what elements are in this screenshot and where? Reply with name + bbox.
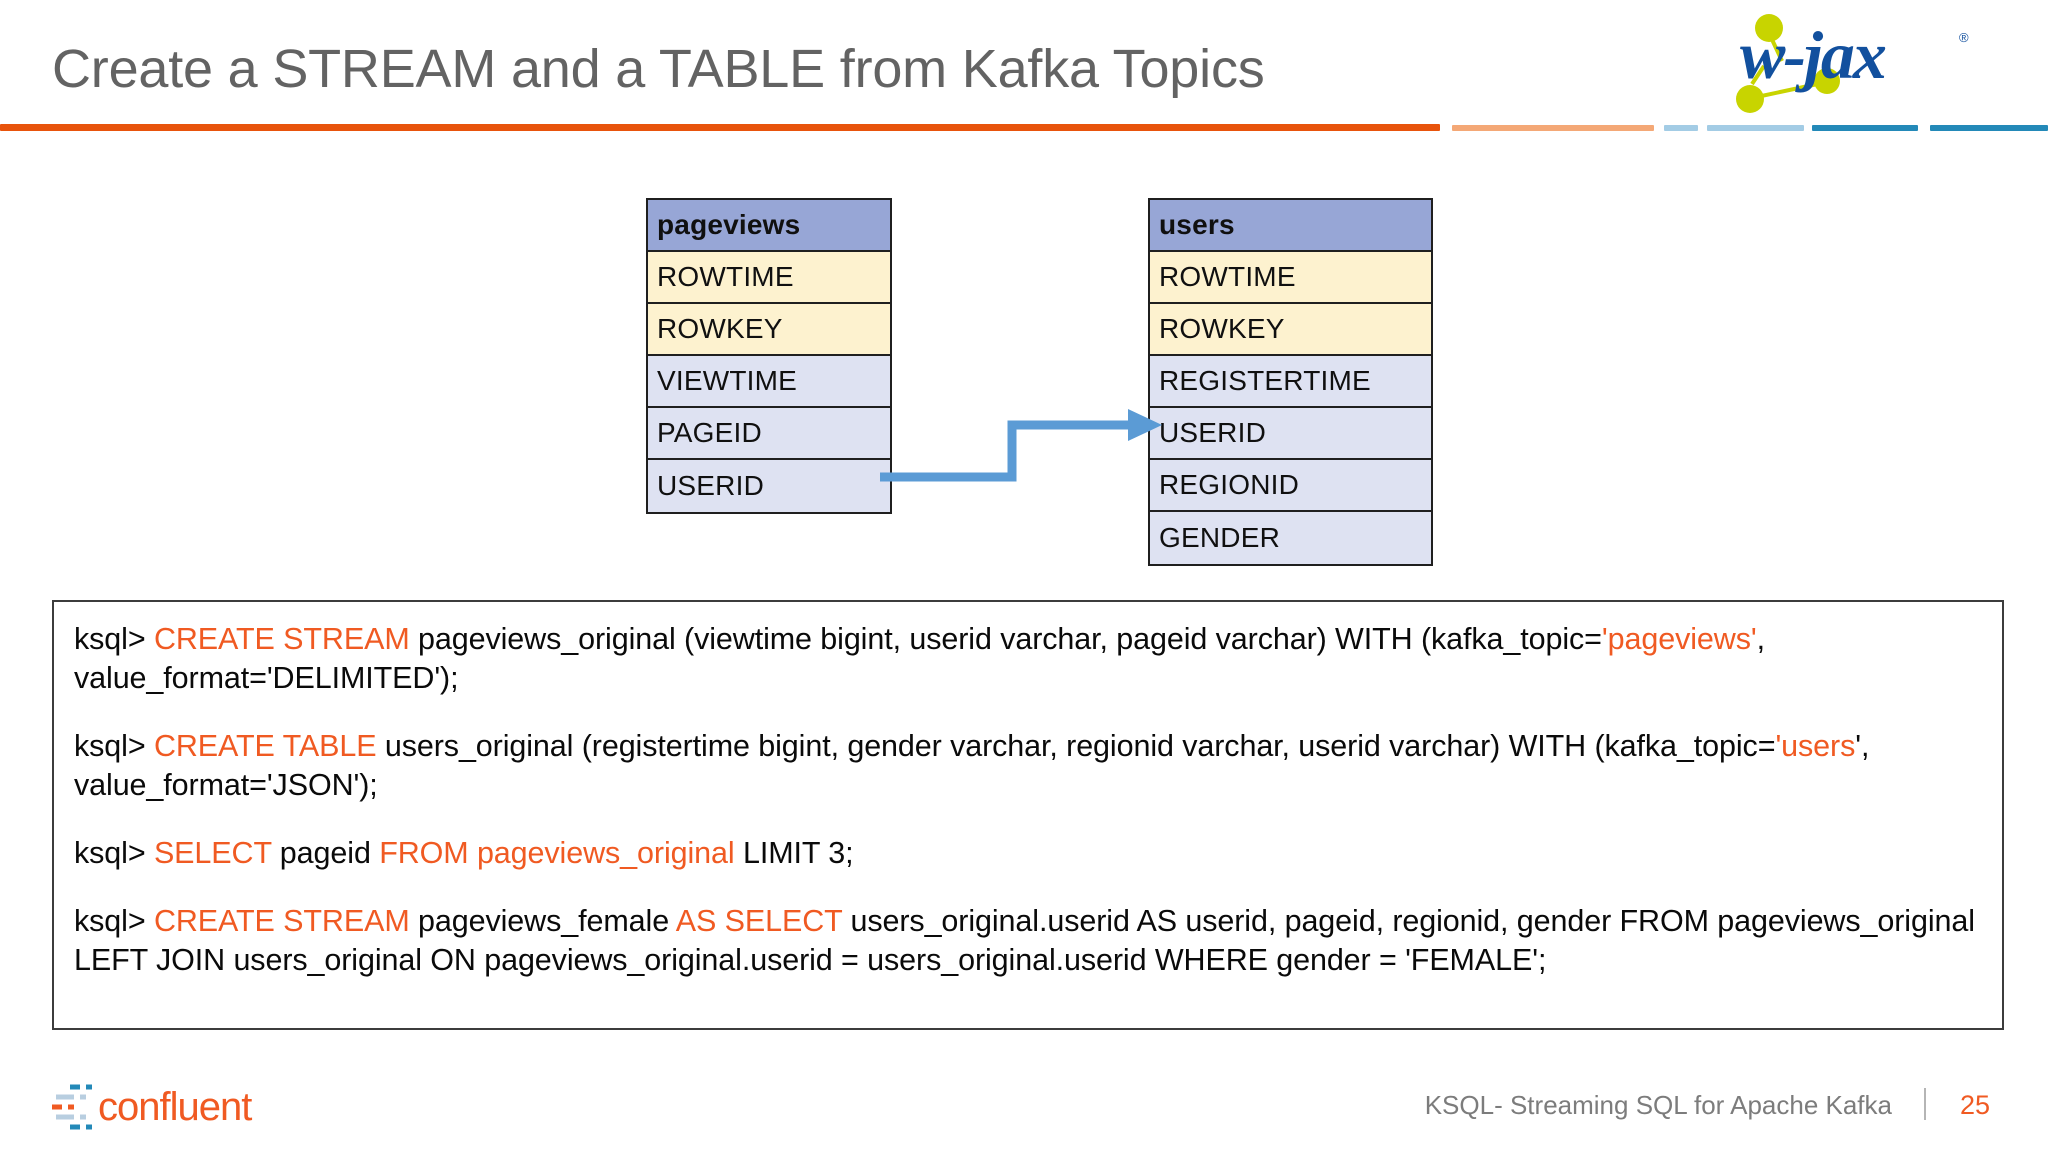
- footer-divider: [1924, 1088, 1926, 1120]
- code-prompt: ksql>: [74, 836, 154, 870]
- code-statement-select-pageid: ksql> SELECT pageid FROM pageviews_origi…: [74, 834, 1982, 873]
- entity-row: REGISTERTIME: [1150, 356, 1431, 408]
- confluent-logo: confluent: [48, 1082, 310, 1132]
- code-statement-create-table-users: ksql> CREATE TABLE users_original (regis…: [74, 727, 1982, 805]
- code-text: pageviews_female: [409, 904, 676, 938]
- code-prompt: ksql>: [74, 622, 154, 656]
- code-text: LIMIT 3;: [734, 836, 854, 870]
- entity-table-header: users: [1150, 200, 1431, 252]
- code-text: , value_format='DELIMITED');: [74, 622, 1765, 695]
- code-text: pageviews_original (viewtime bigint, use…: [409, 622, 1602, 656]
- code-keyword: CREATE TABLE: [153, 729, 377, 763]
- code-text: pageid: [271, 836, 380, 870]
- code-panel: ksql> CREATE STREAM pageviews_original (…: [52, 600, 2004, 1030]
- code-prompt: ksql>: [74, 904, 154, 938]
- divider-segment-orange-light: [1452, 125, 1654, 131]
- divider-segment-orange-main: [0, 124, 1440, 131]
- divider-segment-blue-dark-1: [1812, 125, 1918, 131]
- code-keyword-from: FROM pageviews_original: [379, 836, 735, 870]
- entity-row-userid: USERID: [1150, 408, 1431, 460]
- entity-row: ROWTIME: [1150, 252, 1431, 304]
- divider-segment-blue-light-2: [1707, 125, 1804, 131]
- code-keyword: CREATE STREAM: [153, 622, 410, 656]
- entity-row: ROWKEY: [1150, 304, 1431, 356]
- code-text: users_original (registertime bigint, gen…: [376, 729, 1776, 763]
- svg-text:w-jax: w-jax: [1740, 17, 1886, 93]
- entity-row: REGIONID: [1150, 460, 1431, 512]
- entity-row: ROWTIME: [648, 252, 890, 304]
- code-statement-create-stream-pageviews: ksql> CREATE STREAM pageviews_original (…: [74, 620, 1982, 698]
- entity-row: ROWKEY: [648, 304, 890, 356]
- entity-row: PAGEID: [648, 408, 890, 460]
- code-keyword: SELECT: [153, 836, 272, 870]
- page-title: Create a STREAM and a TABLE from Kafka T…: [52, 39, 1265, 99]
- divider-segment-blue-dark-2: [1930, 125, 2048, 131]
- code-keyword-as-select: AS SELECT: [675, 904, 843, 938]
- code-text: ', value_format='JSON');: [74, 729, 1870, 802]
- code-literal-topic: 'pageviews': [1601, 622, 1757, 656]
- entity-row: VIEWTIME: [648, 356, 890, 408]
- entity-row: GENDER: [1150, 512, 1431, 564]
- svg-text:confluent: confluent: [98, 1085, 252, 1129]
- divider-segment-blue-light-1: [1664, 125, 1698, 131]
- code-prompt: ksql>: [74, 729, 154, 763]
- entity-table-users: users ROWTIME ROWKEY REGISTERTIME USERID…: [1148, 198, 1433, 566]
- code-statement-create-stream-pageviews-female: ksql> CREATE STREAM pageviews_female AS …: [74, 902, 1982, 980]
- join-arrow-icon: [880, 405, 1170, 500]
- wjax-logo: w-jax ®: [1722, 6, 2022, 118]
- page-number: 25: [1959, 1090, 1990, 1120]
- entity-table-pageviews: pageviews ROWTIME ROWKEY VIEWTIME PAGEID…: [646, 198, 892, 514]
- entity-row-userid: USERID: [648, 460, 890, 512]
- footer-title: KSQL- Streaming SQL for Apache Kafka: [1424, 1090, 1892, 1120]
- entity-table-header: pageviews: [648, 200, 890, 252]
- code-text: users_original.userid AS userid, pageid,…: [74, 904, 1975, 977]
- code-literal-topic: 'users: [1775, 729, 1856, 763]
- svg-text:®: ®: [1959, 30, 1969, 45]
- code-keyword: CREATE STREAM: [153, 904, 410, 938]
